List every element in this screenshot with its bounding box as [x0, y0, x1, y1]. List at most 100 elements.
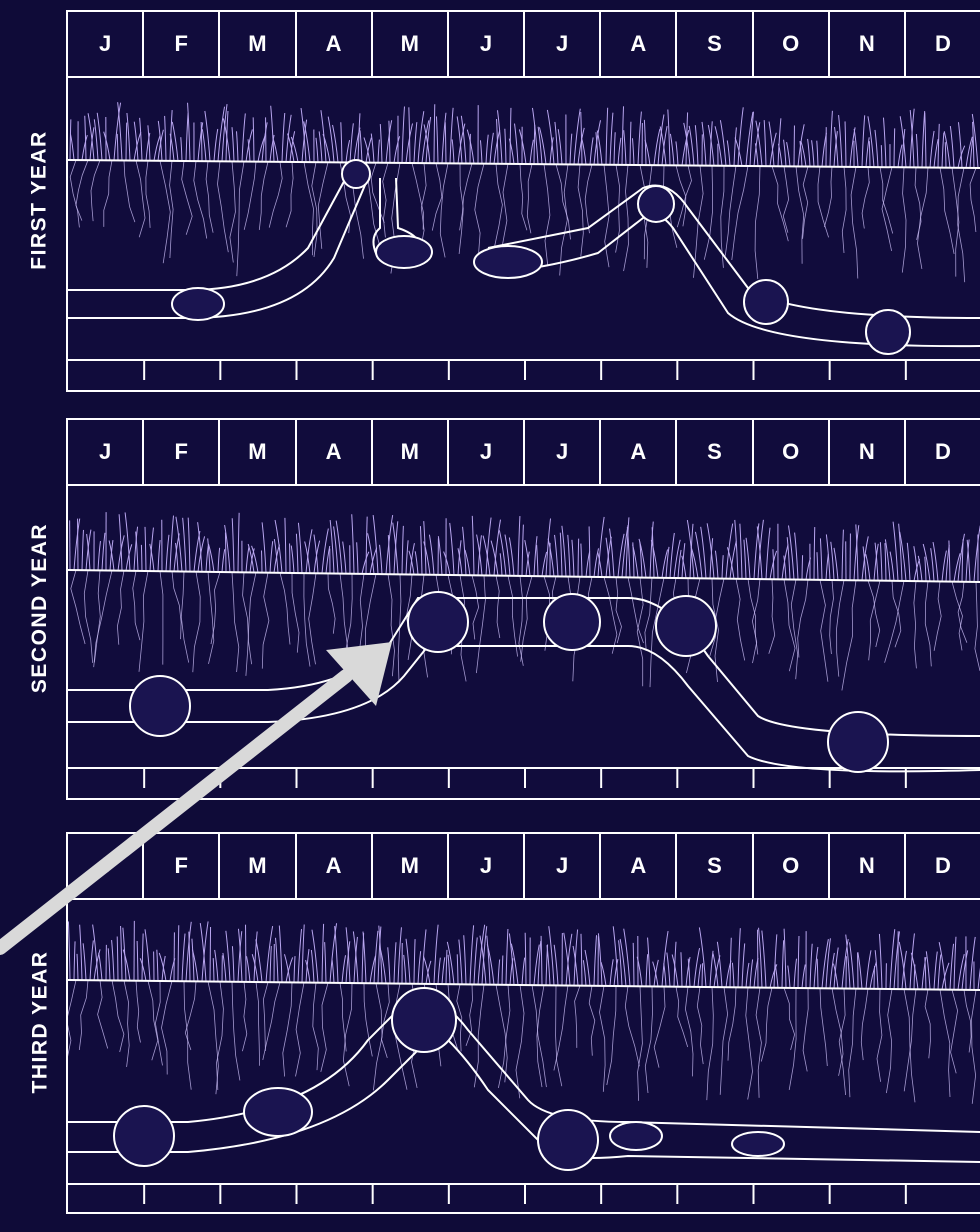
grass-blade [414, 939, 415, 984]
grass-blade [166, 535, 169, 572]
root-hair [842, 167, 846, 253]
root-hair [172, 571, 181, 639]
grass-blade [555, 122, 558, 164]
grass-blade [409, 551, 414, 575]
grass-blade [515, 124, 518, 164]
root-hair [791, 580, 797, 680]
grass-blade [343, 542, 346, 574]
grass-blade [232, 127, 234, 161]
grass-blade [541, 936, 542, 985]
grass-blade [678, 550, 681, 578]
grass-blade [808, 139, 810, 167]
grass-blade [322, 529, 328, 574]
grass-blade [866, 950, 871, 988]
root-hair [877, 989, 882, 1082]
grass-blade [826, 938, 830, 988]
grass-blade [145, 929, 150, 981]
grass-blade [695, 125, 698, 165]
grass-blade [814, 527, 815, 580]
grass-blade [429, 535, 434, 575]
grass-blade [610, 113, 613, 165]
root-hair [683, 165, 692, 226]
root-hair [902, 167, 906, 272]
grass-blade [426, 961, 431, 984]
month-mar: M [218, 12, 294, 76]
grass-blade [198, 522, 202, 572]
root-hair [520, 164, 527, 230]
root-hair [242, 982, 246, 1051]
grass-blade [618, 534, 624, 577]
root-hair [136, 161, 145, 238]
grass-blade [418, 951, 421, 984]
grass-blade [415, 551, 418, 574]
grass-blade [140, 118, 142, 161]
month-row: J F M A M J J A S O N D [68, 834, 980, 900]
root-hair [185, 981, 196, 1050]
root-hair [769, 579, 775, 653]
grass-blade [509, 537, 514, 575]
grass-blade [402, 526, 403, 575]
grass-blade [925, 557, 926, 582]
root-hair [645, 578, 652, 651]
grass-blade [632, 138, 634, 165]
root-hair [585, 165, 592, 234]
grass-blade [176, 517, 182, 572]
grass-blade [70, 119, 71, 160]
grass-blade [380, 946, 386, 984]
root-hair [885, 581, 904, 663]
root-hair [839, 988, 845, 1095]
grass-blade [214, 129, 218, 161]
root-hair [117, 571, 124, 645]
grass-blade [691, 547, 698, 578]
grass-blade [784, 140, 786, 167]
grass-blade [795, 533, 798, 580]
scale-ticks [144, 1184, 906, 1204]
grass-blade [510, 108, 511, 164]
grass-blade [839, 115, 842, 167]
grass-blade [614, 132, 615, 165]
grass-blade [470, 925, 474, 984]
grass-blade [252, 546, 258, 573]
root-hair [940, 168, 954, 254]
root-hair [861, 989, 868, 1060]
grass-blade [388, 535, 390, 574]
root-hair [862, 167, 869, 228]
month-sep: S [675, 420, 751, 484]
month-may: M [371, 834, 447, 898]
root-hair [746, 987, 753, 1099]
grass-blade [534, 125, 535, 164]
grass-blade [931, 548, 934, 581]
grass-blade [319, 131, 322, 162]
root-hair [98, 980, 108, 1048]
grass-blade [810, 944, 812, 988]
root-hair [756, 988, 761, 1098]
grub-chambers [172, 160, 910, 354]
grass-blade [83, 943, 86, 980]
month-jul: J [523, 12, 599, 76]
root-hair [146, 161, 150, 228]
month-dec: D [904, 420, 980, 484]
grass-blade [958, 954, 964, 990]
grass-blade [142, 933, 143, 980]
grass-blade [794, 959, 797, 988]
grub-chamber [474, 246, 542, 278]
burrow-tunnel [68, 998, 980, 1132]
grass-blade [74, 519, 80, 571]
grass-blade [555, 535, 558, 576]
grass-blade [325, 942, 326, 983]
grass-blade [900, 116, 906, 167]
month-nov: N [828, 12, 904, 76]
root-hair [232, 572, 239, 672]
grass-blade [188, 518, 190, 572]
scale-ticks [144, 768, 906, 788]
grass-blade [502, 955, 503, 984]
grass-blade [750, 959, 753, 987]
root-hair [600, 986, 606, 1092]
root-hair [208, 572, 214, 664]
root-hair [952, 582, 963, 651]
grass-blade [480, 140, 482, 163]
grass-blade [141, 545, 142, 571]
root-hair [365, 574, 376, 685]
grass-blade [826, 554, 828, 580]
grass-blade [223, 953, 226, 982]
